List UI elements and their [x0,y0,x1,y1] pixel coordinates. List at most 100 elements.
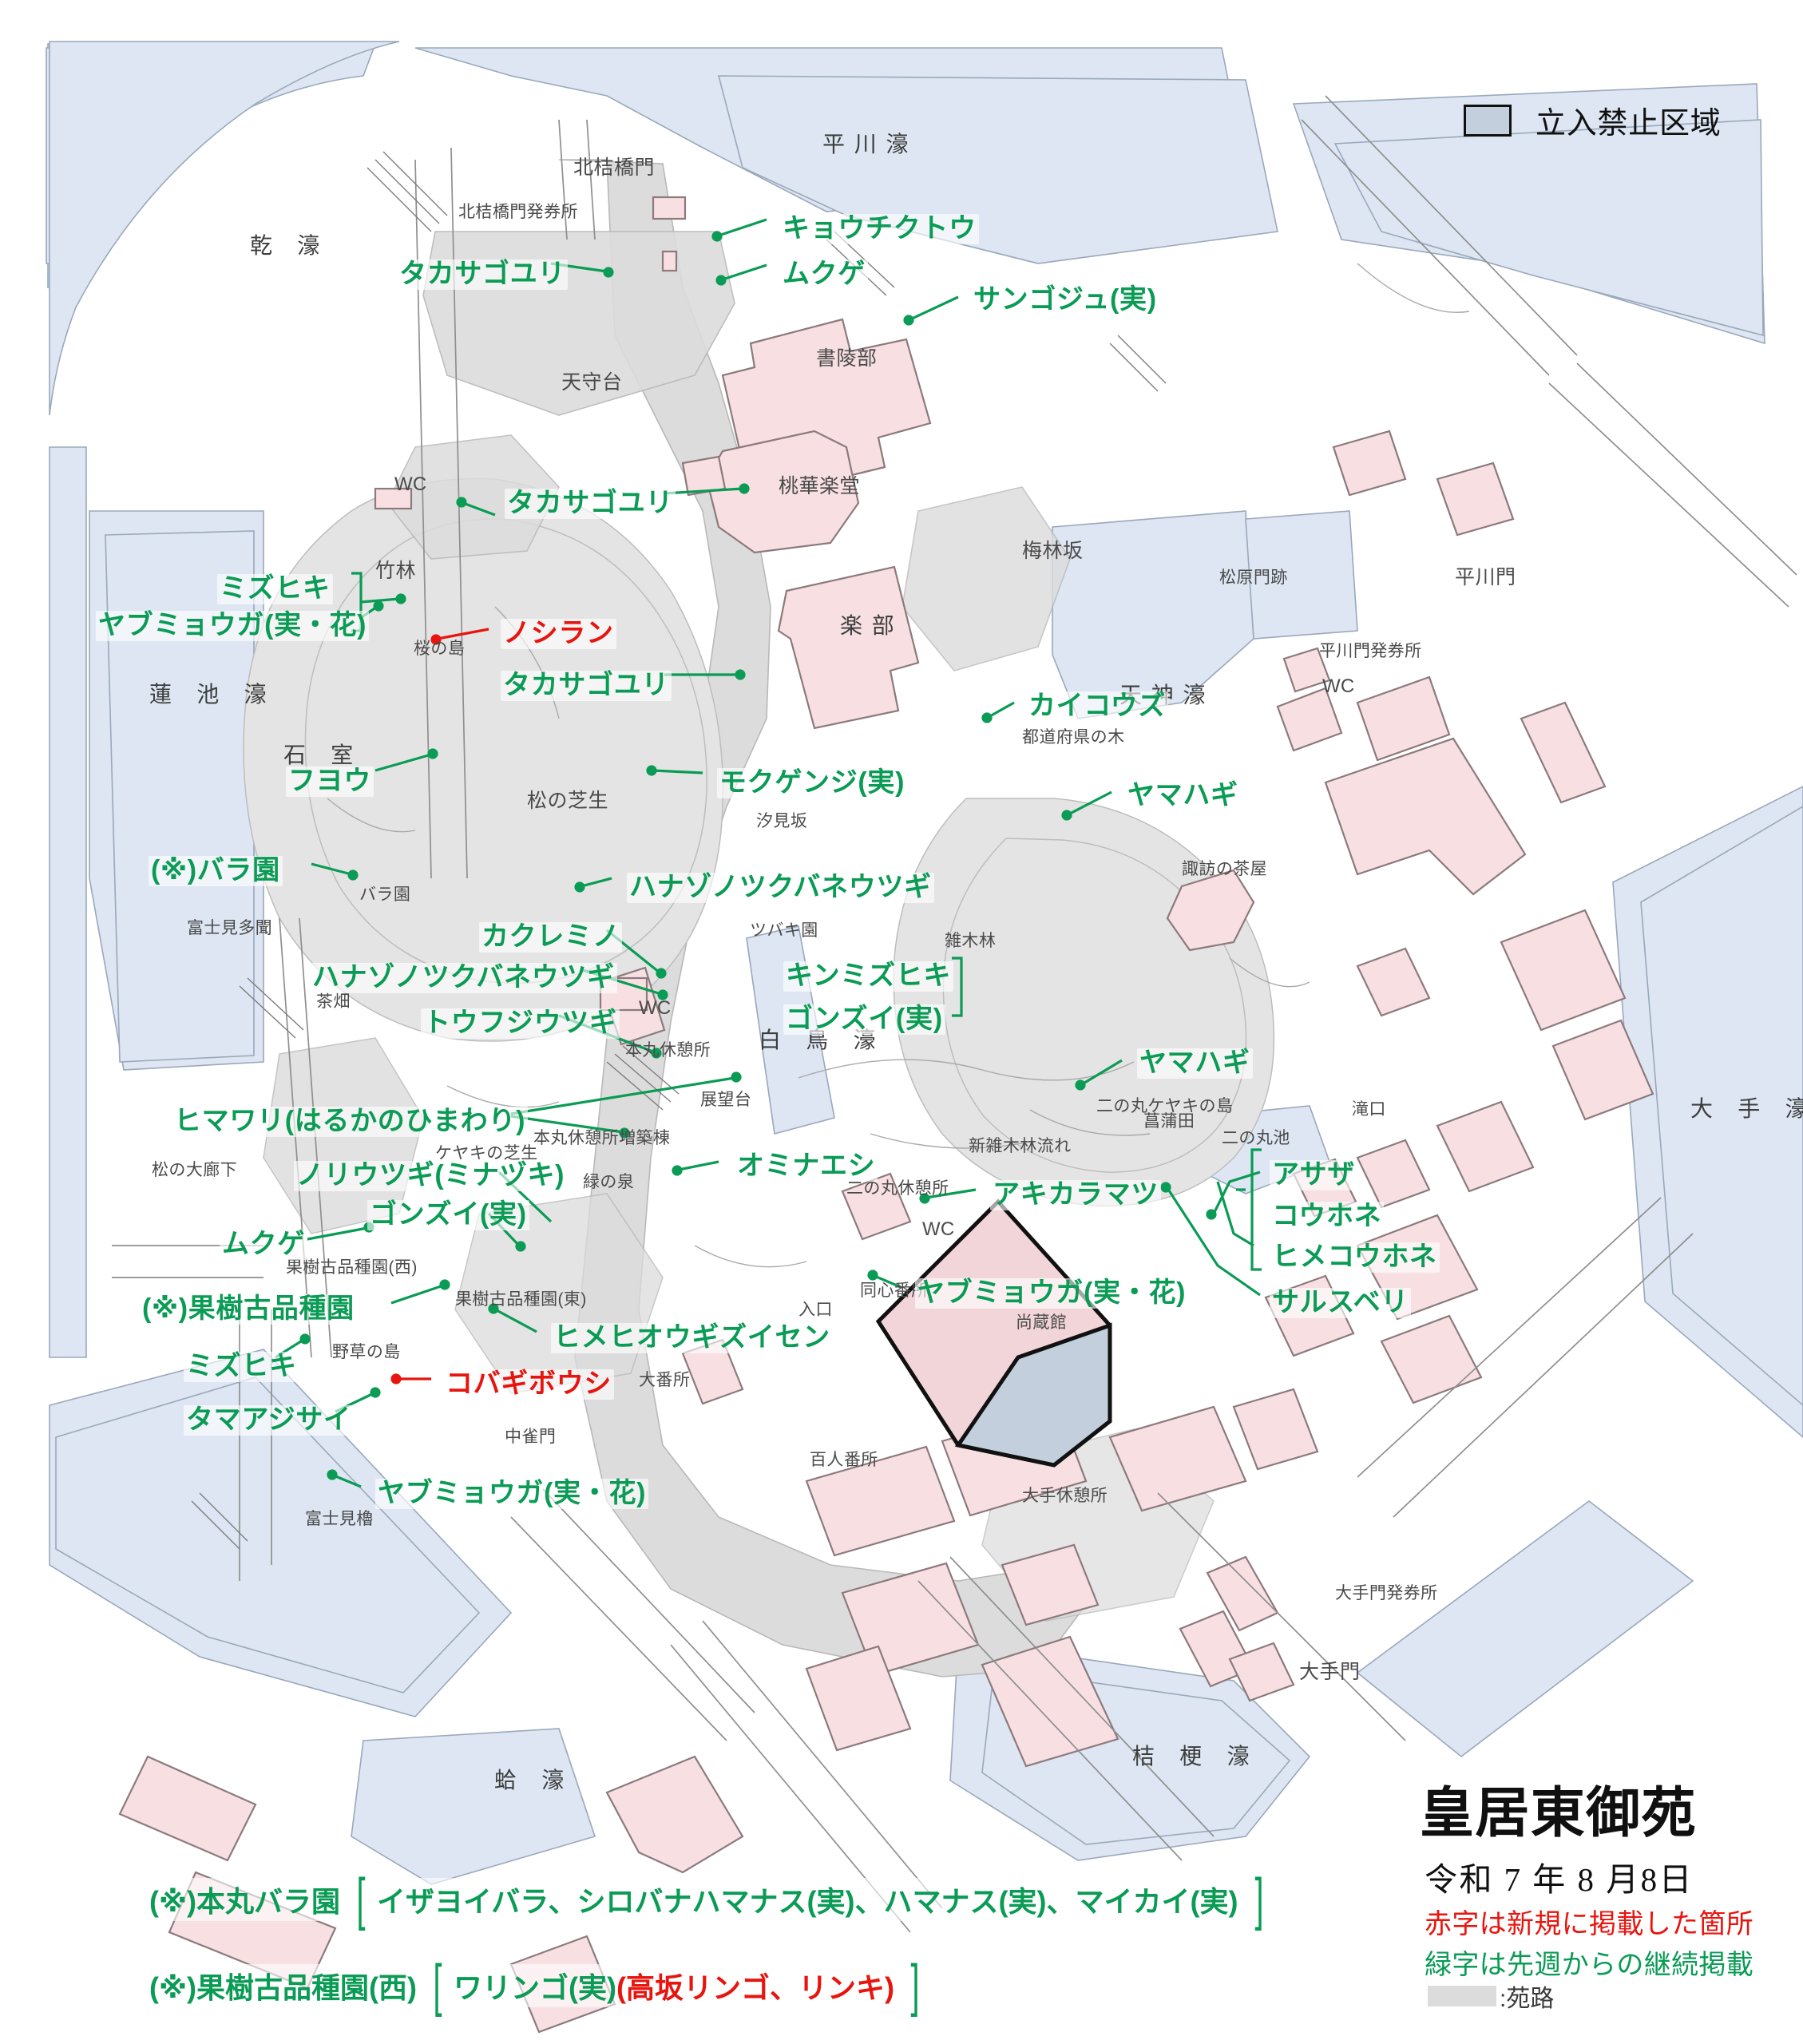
place-label: 汐見坂 [756,812,808,830]
plant-label: ヤマハギ [1125,781,1241,811]
plant-label: アサザ [1270,1160,1358,1190]
plant-label: アキカラマツ [990,1180,1162,1210]
place-label: 二の丸休憩所 [846,1179,949,1198]
plant-label: ヤマハギ [1137,1048,1253,1079]
plant-label: キンミズヒキ [783,961,954,992]
plant-label: ヒメヒオウギズイセン [551,1323,833,1353]
footnote-body-part: ワリンゴ(実) [453,1971,616,2004]
place-label: 竹林 [375,560,417,582]
place-label: 松の芝生 [527,790,609,812]
place-label: 雑木林 [945,932,997,950]
place-label: 平川濠 [822,132,918,156]
place-label: 本丸休憩所 [625,1041,711,1060]
footnote-label: (※)果樹古品種園(西) [146,1964,420,2007]
title-block: 皇居東御苑 令和 7 年 8 月8日 赤字は新規に掲載した箇所 緑字は先週からの… [1413,1769,1753,1982]
plant-label: コバギボウシ [443,1369,615,1400]
legend-label: 立入禁止区域 [1536,107,1722,141]
place-label: バラ園 [359,885,411,904]
place-label: 本丸休憩所増築棟 [533,1129,671,1147]
footnote-row: (※)本丸バラ園[イザヨイバラ、シロバナハマナス(実)、ハマナス(実)、マイカイ… [146,1871,1272,1928]
plant-label: ヤブミョウガ(実・花) [915,1278,1189,1309]
plant-label: (※)果樹古品種園 [140,1294,357,1325]
place-label: 松の大廊下 [152,1161,238,1179]
place-label: WC [1322,675,1355,697]
plant-label: カイコウズ [1026,691,1169,722]
place-label: 桔 梗 濠 [1132,1744,1259,1769]
plant-label: ヤブミョウガ(実・花) [96,611,370,641]
place-label: ケヤキの芝生 [435,1144,538,1163]
plant-label: コウホネ [1270,1202,1385,1232]
place-label: 桃華楽堂 [779,475,861,497]
footnote-body-part: イザヨイバラ、シロバナハマナス(実)、ハマナス(実)、マイカイ(実) [377,1885,1238,1918]
place-label: 入口 [798,1301,833,1319]
place-label: 松原門跡 [1219,568,1288,587]
place-label: 天守台 [561,371,623,394]
place-label: 二の丸池 [1222,1129,1290,1147]
plant-label: ムクゲ [780,259,869,290]
place-label: 野草の島 [332,1343,401,1361]
place-label: 都道府県の木 [1022,728,1125,747]
place-label: 菖蒲田 [1143,1112,1195,1131]
place-label: 桜の島 [414,640,466,658]
plant-label: カクレミノ [479,922,623,953]
place-label: 石 室 [283,743,363,767]
path-legend: :苑路 [1428,1979,1554,2014]
place-label: 北桔橋門発券所 [458,203,578,221]
place-label: 諏訪の茶屋 [1182,860,1268,878]
place-label: 新雑木林流れ [969,1137,1072,1155]
footnote-label: (※)本丸バラ園 [146,1878,343,1921]
place-label: 楽部 [840,613,904,638]
place-label: 茶畑 [316,992,351,1011]
plant-label: ノリウツギ(ミナヅキ) [294,1161,568,1191]
footnote-body: ワリンゴ(実)(高坂リンゴ、リンキ) [450,1964,898,2007]
place-label: WC [922,1218,955,1240]
place-label: 平川門 [1455,566,1516,588]
place-label: 富士見多聞 [187,919,273,937]
restricted-area-swatch [1464,104,1512,137]
place-label: 百人番所 [810,1451,878,1469]
red-text-note: 赤字は新規に掲載した箇所 [1425,1909,1754,1939]
plant-label: サルスベリ [1270,1288,1412,1318]
place-label: 果樹古品種園(西) [286,1258,418,1277]
place-label: ツバキ園 [750,921,818,940]
plant-label: ミズヒキ [184,1352,299,1382]
plant-label: ヒメコウホネ [1270,1242,1440,1273]
place-label: 富士見櫓 [305,1510,374,1528]
place-label: WC [639,997,672,1019]
place-label: 尚蔵館 [1016,1313,1068,1332]
plant-label: タマアジサイ [184,1405,354,1436]
place-label: 書陵部 [816,347,878,370]
green-text-note: 緑字は先週からの継続掲載 [1425,1950,1754,1980]
plant-label: モクゲンジ(実) [717,768,908,798]
place-label: 二の丸ケヤキの島 [1096,1097,1234,1115]
place-label: 大 手 濠 [1690,1096,1803,1121]
place-label: 北桔橋門 [573,156,656,179]
plant-label: (※)バラ園 [149,856,283,886]
place-label: 緑の泉 [583,1173,635,1191]
plant-label: オミナエシ [735,1151,878,1182]
legend: 立入禁止区域 [1464,98,1722,142]
plant-label: フヨウ [286,766,374,797]
place-label: 中雀門 [505,1428,557,1446]
plant-label: ゴンズイ(実) [367,1200,529,1230]
plant-label: ハナゾノツクバネウツギ [310,963,617,993]
place-label: 蓮 池 濠 [149,682,276,707]
place-label: 大手門発券所 [1335,1584,1438,1602]
place-label: WC [394,473,427,495]
plant-label: トウフジウツギ [421,1008,620,1039]
plant-label: ノシラン [501,619,616,649]
place-label: 平川門発券所 [1319,642,1422,660]
plant-label: ミズヒキ [217,574,333,604]
place-label: 展望台 [700,1091,752,1109]
place-label: 同心番所 [860,1281,929,1300]
page-title: 皇居東御苑 [1420,1783,1697,1844]
plant-label: サンゴジュ(実) [971,285,1159,315]
garden-path-swatch [1428,1986,1496,2006]
footnote-row: (※)果樹古品種園(西)[ワリンゴ(実)(高坂リンゴ、リンキ)] [146,1957,928,2014]
place-label: 大手休憩所 [1022,1487,1108,1505]
footnote-body: イザヨイバラ、シロバナハマナス(実)、ハマナス(実)、マイカイ(実) [374,1878,1242,1921]
plant-label: ヒマワリ(はるかのひまわり) [172,1107,529,1137]
place-label: 梅林坂 [1022,540,1084,562]
publication-date: 令和 7 年 8 月8日 [1425,1861,1694,1898]
